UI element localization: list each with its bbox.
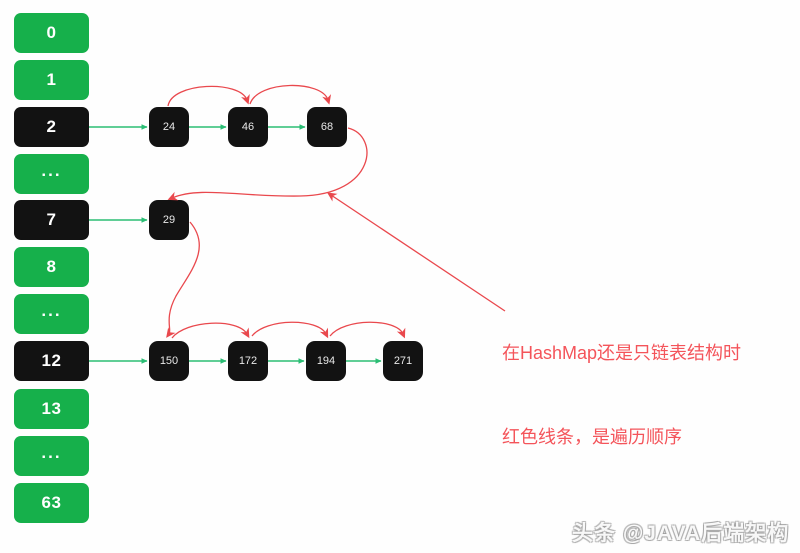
watermark: 头条 @JAVA后端架构 (572, 522, 790, 545)
traversal-24-to-46 (167, 85, 250, 107)
annotation-line-1: 在HashMap还是只链表结构时 (502, 343, 742, 363)
node-value: 24 (162, 121, 176, 133)
node-value: 68 (320, 121, 334, 133)
bucket-label: 12 (41, 351, 62, 370)
node-value: 46 (241, 121, 255, 133)
node-150[interactable]: 150 (149, 341, 189, 381)
node-194[interactable]: 194 (306, 341, 346, 381)
node-172[interactable]: 172 (228, 341, 268, 381)
node-29[interactable]: 29 (149, 200, 189, 240)
bucket-slot-7[interactable]: 7 (14, 200, 89, 240)
traversal-46-to-68 (249, 84, 332, 105)
annotation-text: 在HashMap还是只链表结构时 红色线条，是遍历顺序 (502, 283, 741, 507)
bucket-slot-63[interactable]: 63 (14, 483, 89, 523)
bucket-slot-12[interactable]: 12 (14, 341, 89, 381)
bucket-label: 0 (46, 23, 57, 42)
bucket-label: ... (41, 443, 62, 462)
bucket-label: 1 (46, 70, 57, 89)
bucket-label: 8 (46, 257, 57, 276)
node-68[interactable]: 68 (307, 107, 347, 147)
annotation-leader-arrow (327, 192, 506, 312)
bucket-label: ... (41, 301, 62, 320)
bucket-label: 2 (46, 117, 57, 136)
bucket-slot-ellipsis-1[interactable]: ... (14, 154, 89, 194)
node-value: 150 (159, 355, 179, 367)
node-24[interactable]: 24 (149, 107, 189, 147)
bucket-label: 13 (41, 399, 62, 418)
traversal-194-to-271 (329, 321, 406, 339)
bucket-slot-2[interactable]: 2 (14, 107, 89, 147)
node-value: 29 (162, 214, 176, 226)
node-271[interactable]: 271 (383, 341, 423, 381)
bucket-slot-ellipsis-2[interactable]: ... (14, 294, 89, 334)
bucket-slot-ellipsis-3[interactable]: ... (14, 436, 89, 476)
bucket-slot-0[interactable]: 0 (14, 13, 89, 53)
node-value: 194 (316, 355, 336, 367)
traversal-172-to-194 (251, 321, 329, 339)
node-46[interactable]: 46 (228, 107, 268, 147)
node-value: 271 (393, 355, 413, 367)
bucket-slot-8[interactable]: 8 (14, 247, 89, 287)
bucket-label: ... (41, 161, 62, 180)
node-value: 172 (238, 355, 258, 367)
bucket-slot-13[interactable]: 13 (14, 389, 89, 429)
bucket-label: 63 (41, 493, 62, 512)
annotation-line-2: 红色线条，是遍历顺序 (502, 427, 682, 447)
bucket-slot-1[interactable]: 1 (14, 60, 89, 100)
traversal-150-to-172 (171, 322, 250, 339)
bucket-label: 7 (46, 210, 57, 229)
